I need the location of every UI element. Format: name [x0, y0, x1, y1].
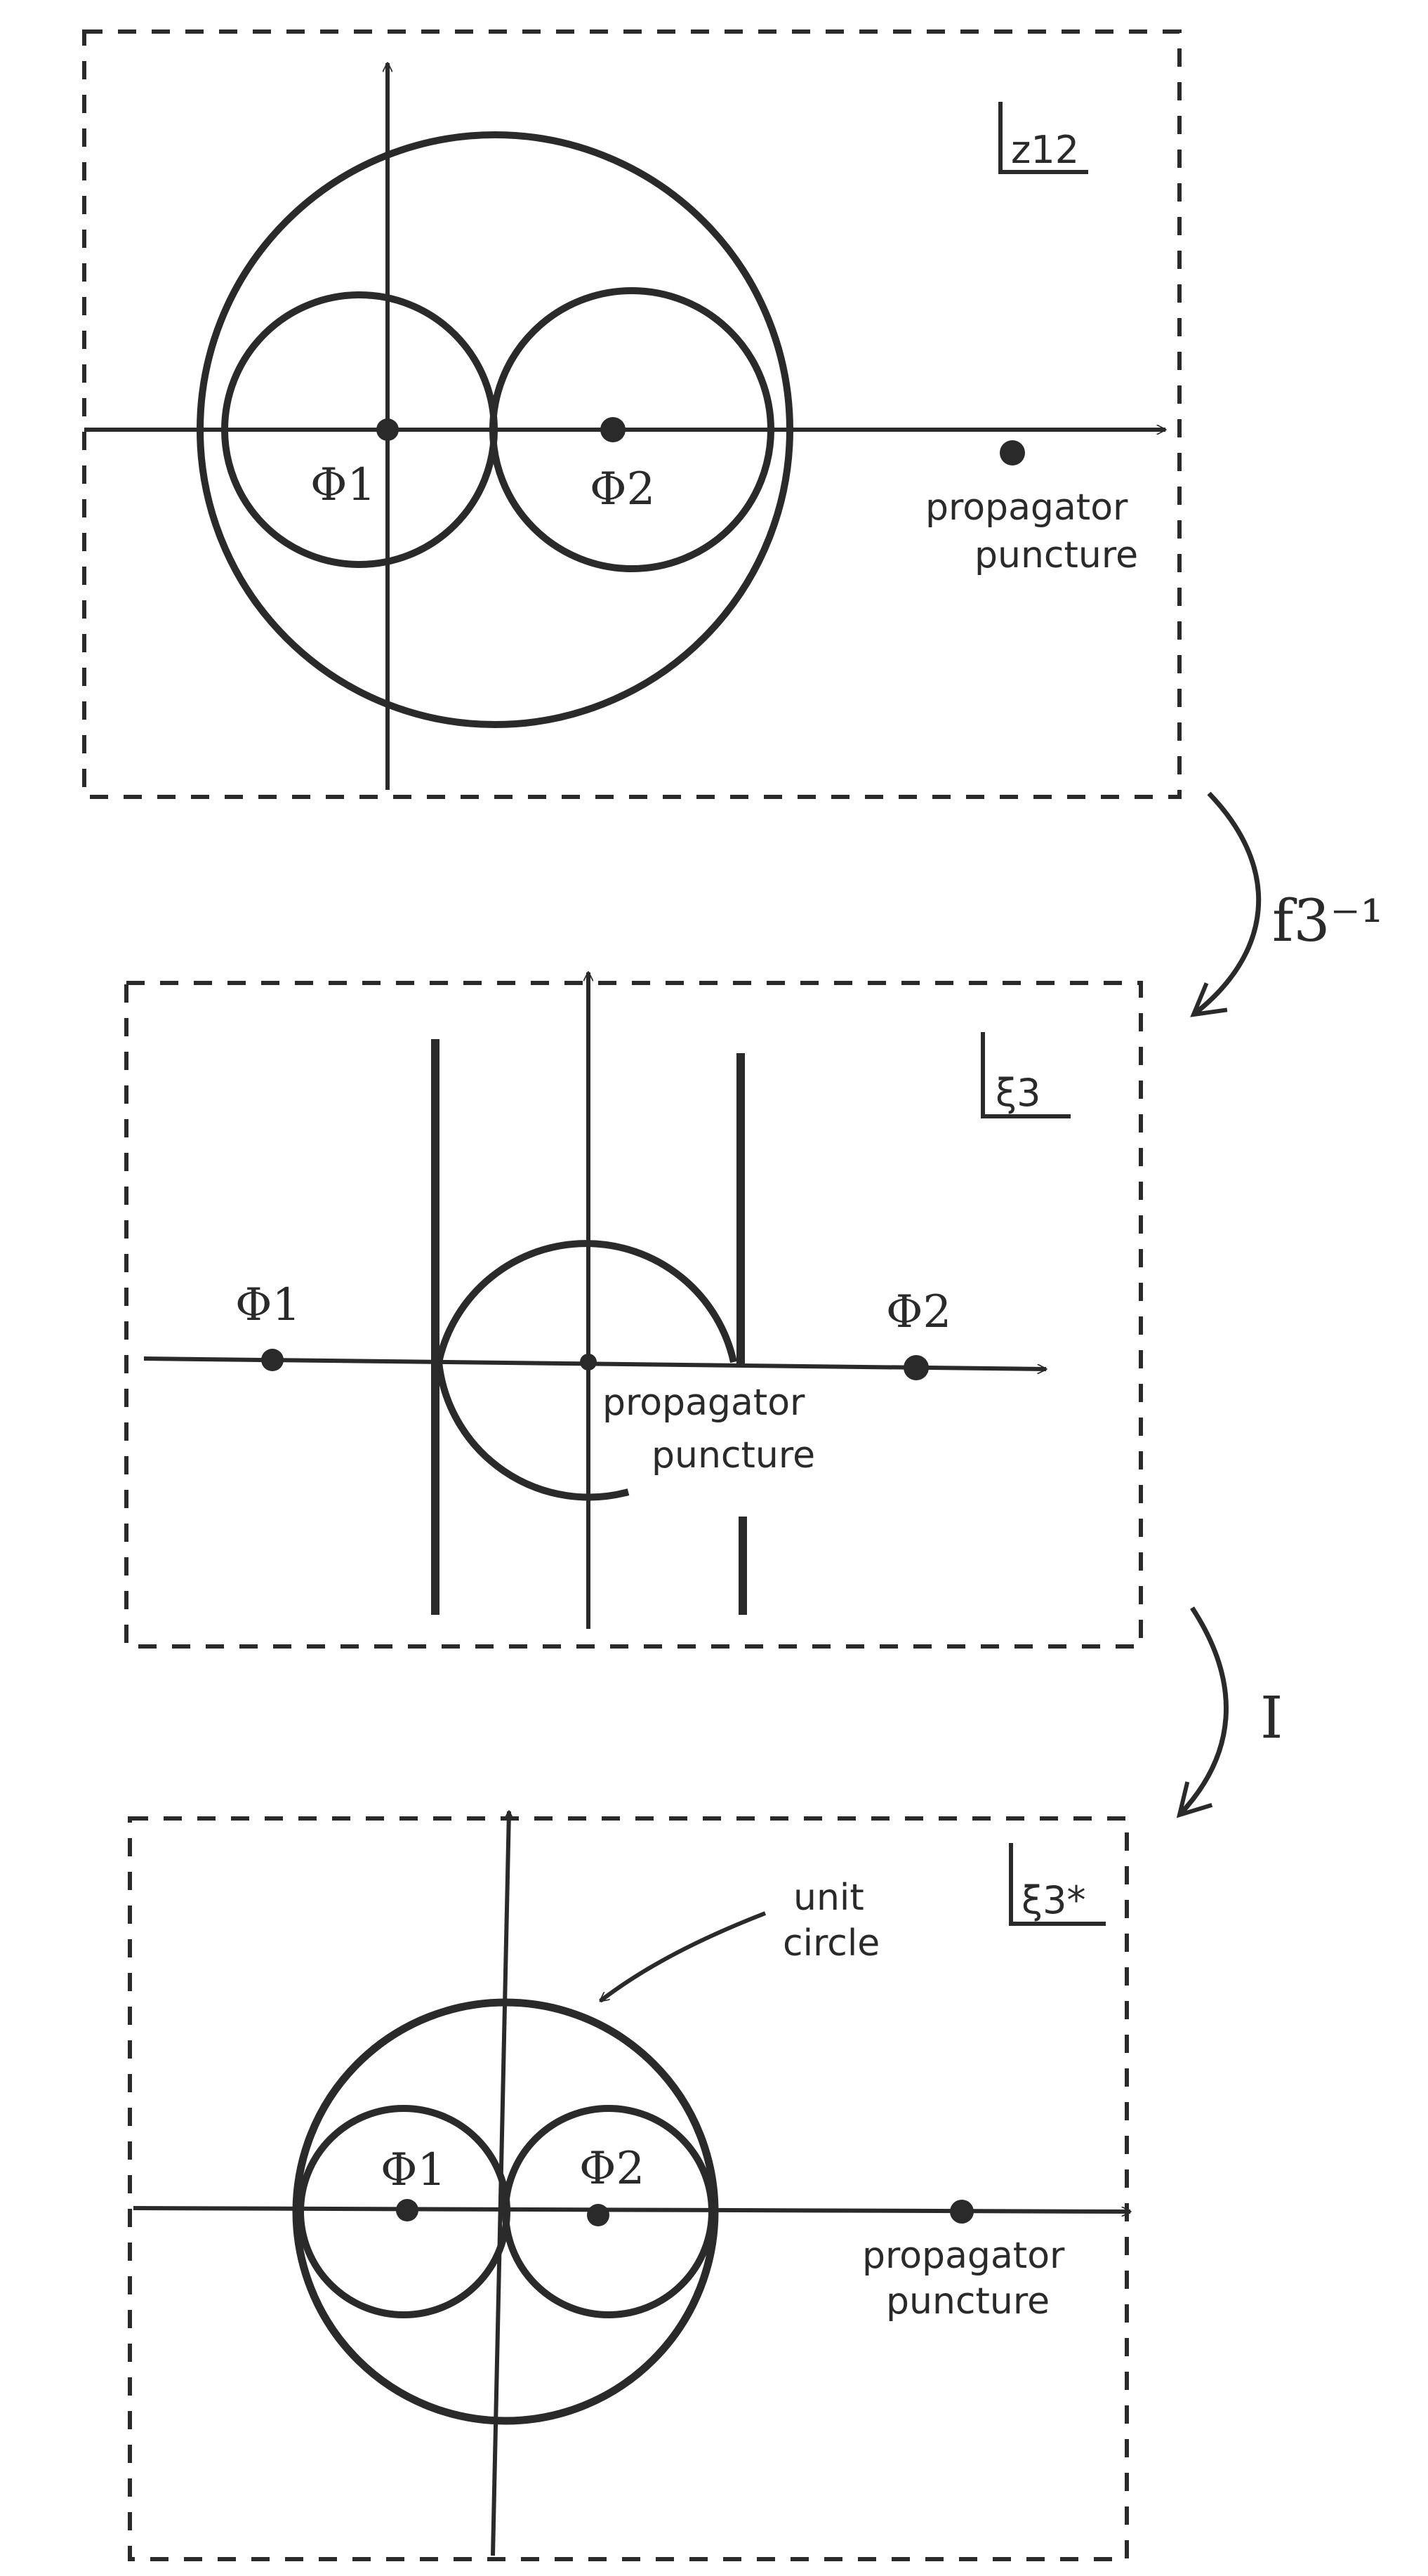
map-arrow-f3-inverse: f3⁻¹: [1190, 791, 1384, 1017]
phi1-label: Φ1: [310, 459, 376, 511]
puncture-label-line2: puncture: [886, 2280, 1050, 2323]
coordinate-tag: ξ3: [981, 1032, 1071, 1118]
map-label-inversion: I: [1260, 1685, 1283, 1752]
phi2-point: [904, 1355, 929, 1380]
panel-z12: Φ1 Φ2 propagator puncture z12: [82, 29, 1182, 799]
phi2-label: Φ2: [886, 1286, 951, 1338]
panel-border: [128, 1816, 1129, 2561]
phi1-point: [376, 418, 399, 441]
origin-point: [580, 1354, 597, 1370]
coordinate-tag: z12: [998, 102, 1088, 174]
unit-circle-pointer-arrow: [600, 1911, 767, 2003]
propagator-puncture-point: [950, 2200, 974, 2224]
phi2-point: [587, 2204, 609, 2226]
unit-circle-label-line1: unit: [793, 1877, 864, 1919]
puncture-label-line1: propagator: [862, 2235, 1065, 2277]
real-axis: [133, 2206, 1130, 2212]
outer-circle: [197, 131, 793, 728]
phi2-circle: [502, 2105, 715, 2318]
panel-xi3-star: Φ1 Φ2 propagator puncture unit circle ξ3…: [128, 1811, 1130, 2561]
svg-text:ξ3*: ξ3*: [1022, 1878, 1085, 1922]
phi2-label: Φ2: [579, 2143, 644, 2195]
panel-border: [82, 29, 1182, 799]
puncture-label-line1: propagator: [925, 487, 1128, 529]
panel-xi3: Φ1 Φ2 propagator puncture ξ3: [124, 972, 1143, 1649]
propagator-puncture-point: [1000, 440, 1025, 465]
puncture-label-line2: puncture: [974, 534, 1138, 576]
phi1-label: Φ1: [381, 2144, 446, 2196]
upper-half-circle: [435, 1240, 737, 1363]
phi1-point: [396, 2199, 418, 2221]
map-label-f3-inverse: f3⁻¹: [1272, 888, 1384, 955]
phi1-point: [261, 1349, 284, 1371]
phi2-circle: [489, 287, 774, 572]
phi2-label: Φ2: [590, 463, 655, 515]
unit-circle-label-line2: circle: [783, 1922, 880, 1964]
phi1-label: Φ1: [235, 1279, 300, 1331]
panel-border: [124, 981, 1143, 1649]
lower-arc: [435, 1361, 630, 1501]
svg-text:ξ3: ξ3: [996, 1071, 1040, 1115]
map-arrow-inversion: I: [1176, 1606, 1283, 1818]
svg-text:z12: z12: [1011, 128, 1079, 172]
puncture-label-line1: propagator: [602, 1382, 805, 1424]
puncture-label-line2: puncture: [652, 1434, 815, 1477]
coordinate-tag: ξ3*: [1009, 1843, 1106, 1926]
phi2-point: [600, 417, 626, 442]
